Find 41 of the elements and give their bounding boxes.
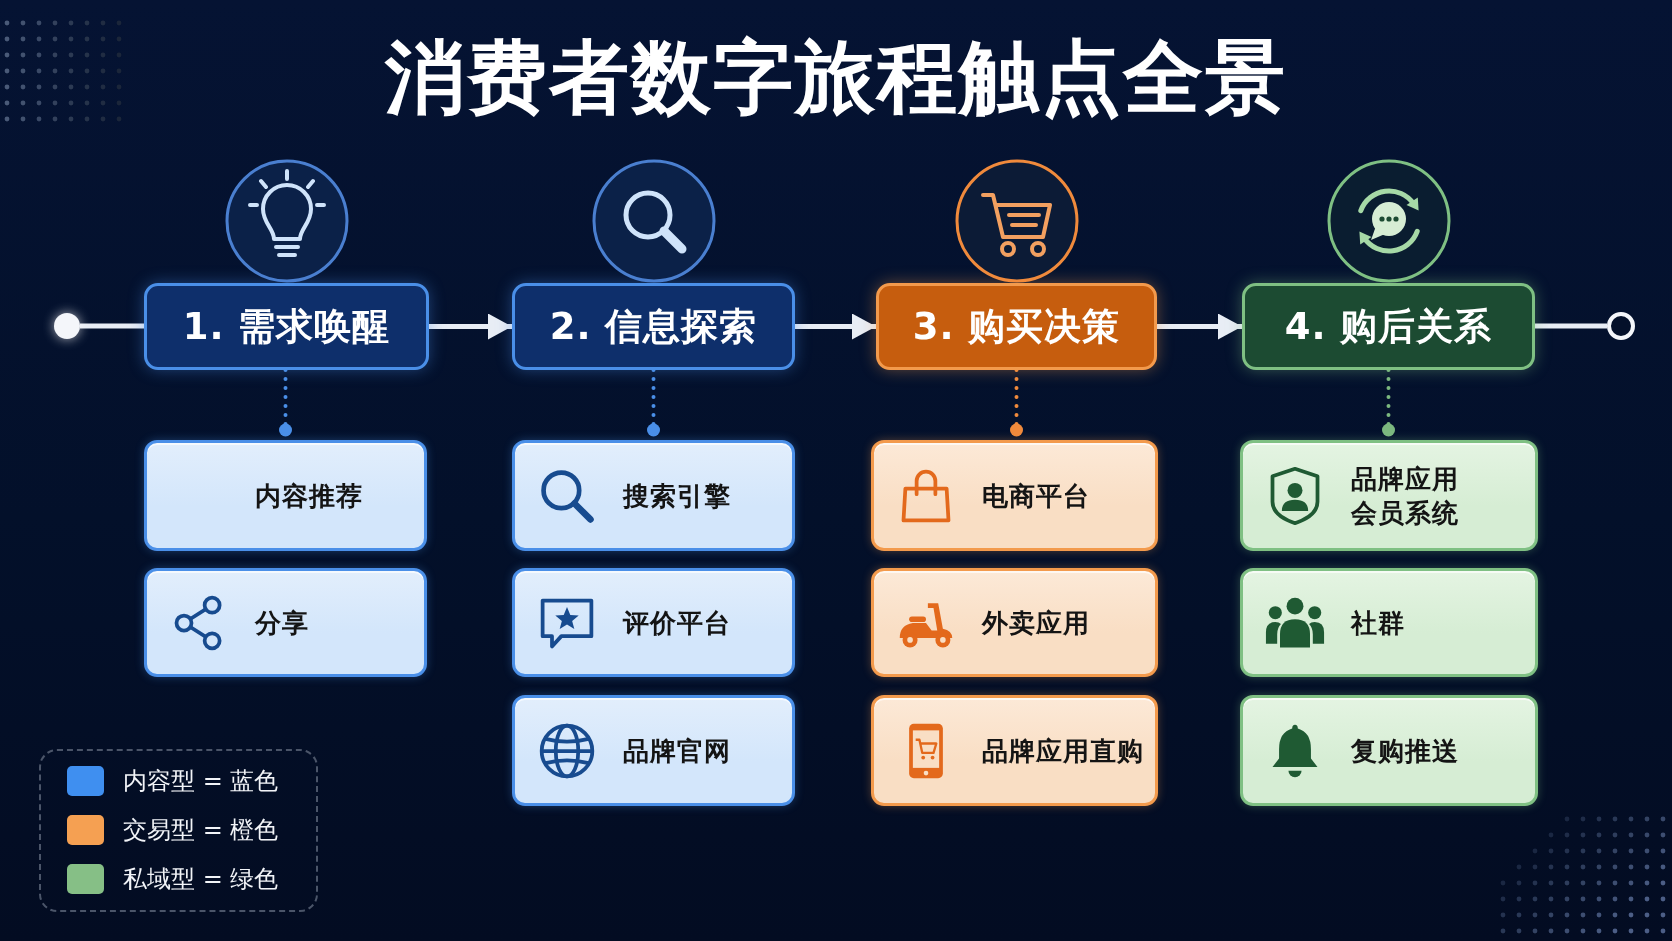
arrow <box>795 313 876 340</box>
card-label: 评价平台 <box>623 606 731 640</box>
touchpoint-card <box>512 440 795 551</box>
touchpoint-card <box>871 568 1158 677</box>
stage-box: 3. 购买决策 <box>876 283 1157 370</box>
touchpoint-card <box>144 440 427 551</box>
stage-box: 4. 购后关系 <box>1242 283 1535 370</box>
card-label: 品牌官网 <box>623 734 731 768</box>
touchpoint-card <box>512 568 795 677</box>
touchpoint-card <box>144 568 427 677</box>
card-label: 分享 <box>255 606 309 640</box>
dotted-connector <box>1010 368 1023 437</box>
card-label: 外卖应用 <box>982 606 1090 640</box>
touchpoint-card <box>1240 440 1538 551</box>
card-label: 社群 <box>1351 606 1405 640</box>
legend-label: 内容型 = 蓝色 <box>123 766 279 797</box>
dotted-connector <box>1382 368 1395 437</box>
touchpoint-card <box>512 695 795 806</box>
arrow <box>429 313 512 340</box>
end-ring <box>1607 312 1635 340</box>
card-label: 品牌应用会员系统 <box>1351 462 1460 530</box>
touchpoint-card <box>1240 568 1538 677</box>
connector-line <box>1535 323 1607 329</box>
card-label: 内容推荐 <box>255 479 363 513</box>
touchpoint-card <box>871 695 1158 806</box>
touchpoint-card <box>1240 695 1538 806</box>
card-label: 品牌应用直购 <box>982 734 1144 768</box>
card-label: 电商平台 <box>982 479 1090 513</box>
touchpoint-card <box>871 440 1158 551</box>
connector-line <box>80 323 144 329</box>
dotted-connector <box>279 368 292 437</box>
legend-label: 私域型 = 绿色 <box>123 864 279 895</box>
stage-box: 2. 信息探索 <box>512 283 795 370</box>
card-label: 搜索引擎 <box>623 479 731 513</box>
arrow <box>1157 313 1242 340</box>
card-label: 复购推送 <box>1351 734 1459 768</box>
start-dot <box>54 313 80 339</box>
legend-label: 交易型 = 橙色 <box>123 815 279 846</box>
title: 消费者数字旅程触点全景 <box>385 30 1287 126</box>
stage-box: 1. 需求唤醒 <box>144 283 429 370</box>
dotted-connector <box>647 368 660 437</box>
